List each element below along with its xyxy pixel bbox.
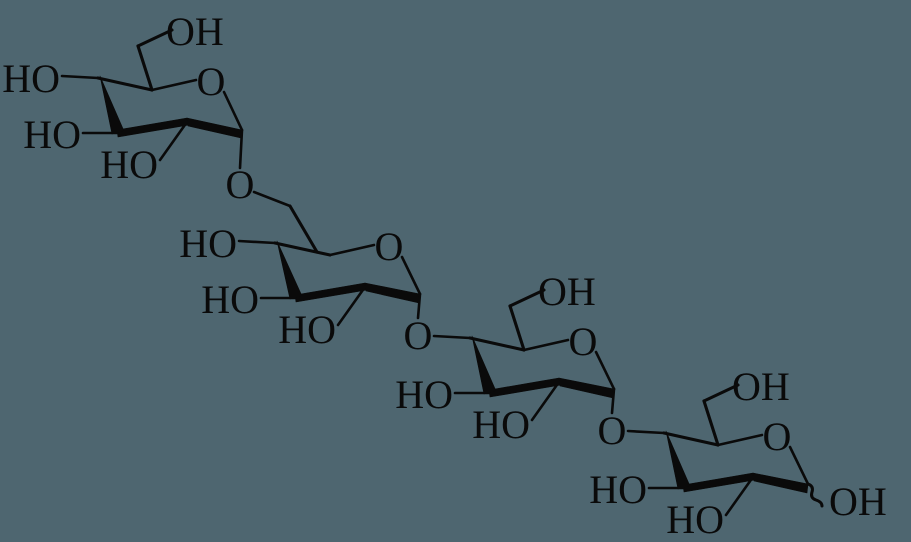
ring4-bond-c5-o bbox=[716, 433, 764, 447]
ring1-bond-c2-c1-bold bbox=[186, 117, 243, 139]
ring1-bond-c4-c5 bbox=[96, 76, 154, 92]
ring4-bond-c2-c1-bold bbox=[752, 472, 809, 494]
glycosidic-linkage-3-4: O bbox=[598, 387, 666, 453]
ring2-bond-c5-o bbox=[328, 243, 376, 257]
ring4-bond-c5-c6 bbox=[702, 399, 720, 447]
ring1-bond-c4-c3-wedge bbox=[99, 75, 125, 135]
ring2-c3-ho-label: HO bbox=[201, 277, 259, 322]
ring4-anomeric-oh-label: OH bbox=[829, 479, 887, 524]
ring1-c6-oh-label: OH bbox=[166, 9, 224, 54]
ring4-bond-c2-ho bbox=[724, 475, 755, 517]
ring1-bond-c5-c6 bbox=[136, 44, 154, 92]
link34-bond-c1-o bbox=[610, 387, 616, 415]
ring4-anomeric-wavy-bond bbox=[806, 482, 824, 508]
ring2-bond-c4-c3-wedge bbox=[276, 240, 303, 300]
ring3-c2-ho-label: HO bbox=[472, 402, 530, 447]
ring4-bond-c4-c5 bbox=[662, 431, 720, 447]
ring2-bond-c2-ho bbox=[336, 285, 367, 327]
ring4-c3-ho-label: HO bbox=[589, 467, 647, 512]
ring3-ring-o-label: O bbox=[569, 319, 598, 364]
sugar-ring-3: OH HO HO O bbox=[395, 269, 616, 447]
link23-bond-c1-o bbox=[416, 292, 422, 320]
sugar-ring-1: OH HO HO HO O bbox=[2, 9, 244, 187]
ring1-bond-c2-ho bbox=[158, 120, 189, 162]
ring1-bond-c6-oh bbox=[136, 28, 174, 48]
ring2-ring-o-label: O bbox=[375, 224, 404, 269]
ring3-bond-c4-c5 bbox=[468, 336, 526, 352]
ring3-bond-o-c1 bbox=[594, 350, 616, 391]
ring1-bond-c5-o bbox=[150, 78, 198, 92]
ring2-bond-c6-c5 bbox=[288, 204, 319, 254]
glycosidic-linkage-1-6: O bbox=[226, 128, 292, 208]
ring2-c4-ho-label: HO bbox=[179, 221, 237, 266]
ring3-c6-oh-label: OH bbox=[538, 269, 596, 314]
ring3-bond-c6-oh bbox=[508, 288, 546, 308]
ring4-c6-oh-label: OH bbox=[732, 364, 790, 409]
link16-bond-o-c6 bbox=[252, 190, 292, 208]
ring3-bond-c5-c6 bbox=[508, 304, 526, 352]
ring2-c2-ho-label: HO bbox=[278, 307, 336, 352]
sugar-ring-2: HO HO HO O bbox=[179, 204, 422, 352]
ring4-bond-o-c1 bbox=[788, 445, 810, 486]
ring3-bond-c2-ho bbox=[530, 380, 561, 422]
link16-bond-c1-o bbox=[238, 128, 244, 170]
ring4-bond-c4-c3-wedge bbox=[665, 430, 691, 490]
sugar-ring-4: OH HO HO O OH bbox=[589, 364, 887, 542]
link23-bond-o-c4 bbox=[432, 334, 472, 340]
ring3-bond-c5-o bbox=[522, 338, 570, 352]
ring2-bond-c2-c1-bold bbox=[364, 282, 421, 304]
link23-o-label: O bbox=[404, 313, 433, 358]
ring3-c3-ho-label: HO bbox=[395, 372, 453, 417]
ring2-bond-o-c1 bbox=[400, 255, 422, 296]
ring1-bond-o-c1 bbox=[222, 90, 244, 132]
ring1-c3-ho-label: HO bbox=[23, 112, 81, 157]
glycosidic-linkage-2-3: O bbox=[404, 292, 472, 358]
ring2-bond-c4-c5 bbox=[273, 241, 332, 257]
ring4-bond-c6-oh bbox=[702, 383, 740, 403]
ring1-ring-o-label: O bbox=[197, 59, 226, 104]
ring1-c2-ho-label: HO bbox=[100, 142, 158, 187]
ring4-ring-o-label: O bbox=[763, 414, 792, 459]
ring2-bond-c4-ho bbox=[237, 239, 277, 245]
ring3-bond-c4-c3-wedge bbox=[471, 335, 497, 395]
link34-o-label: O bbox=[598, 408, 627, 453]
ring4-c2-ho-label: HO bbox=[666, 497, 724, 542]
ring3-bond-c2-c1-bold bbox=[558, 377, 615, 399]
ring1-bond-c4-ho bbox=[60, 74, 100, 80]
link16-o-label: O bbox=[226, 162, 255, 207]
link34-bond-o-c4 bbox=[626, 429, 666, 435]
ring1-c4-ho-label: HO bbox=[2, 56, 60, 101]
